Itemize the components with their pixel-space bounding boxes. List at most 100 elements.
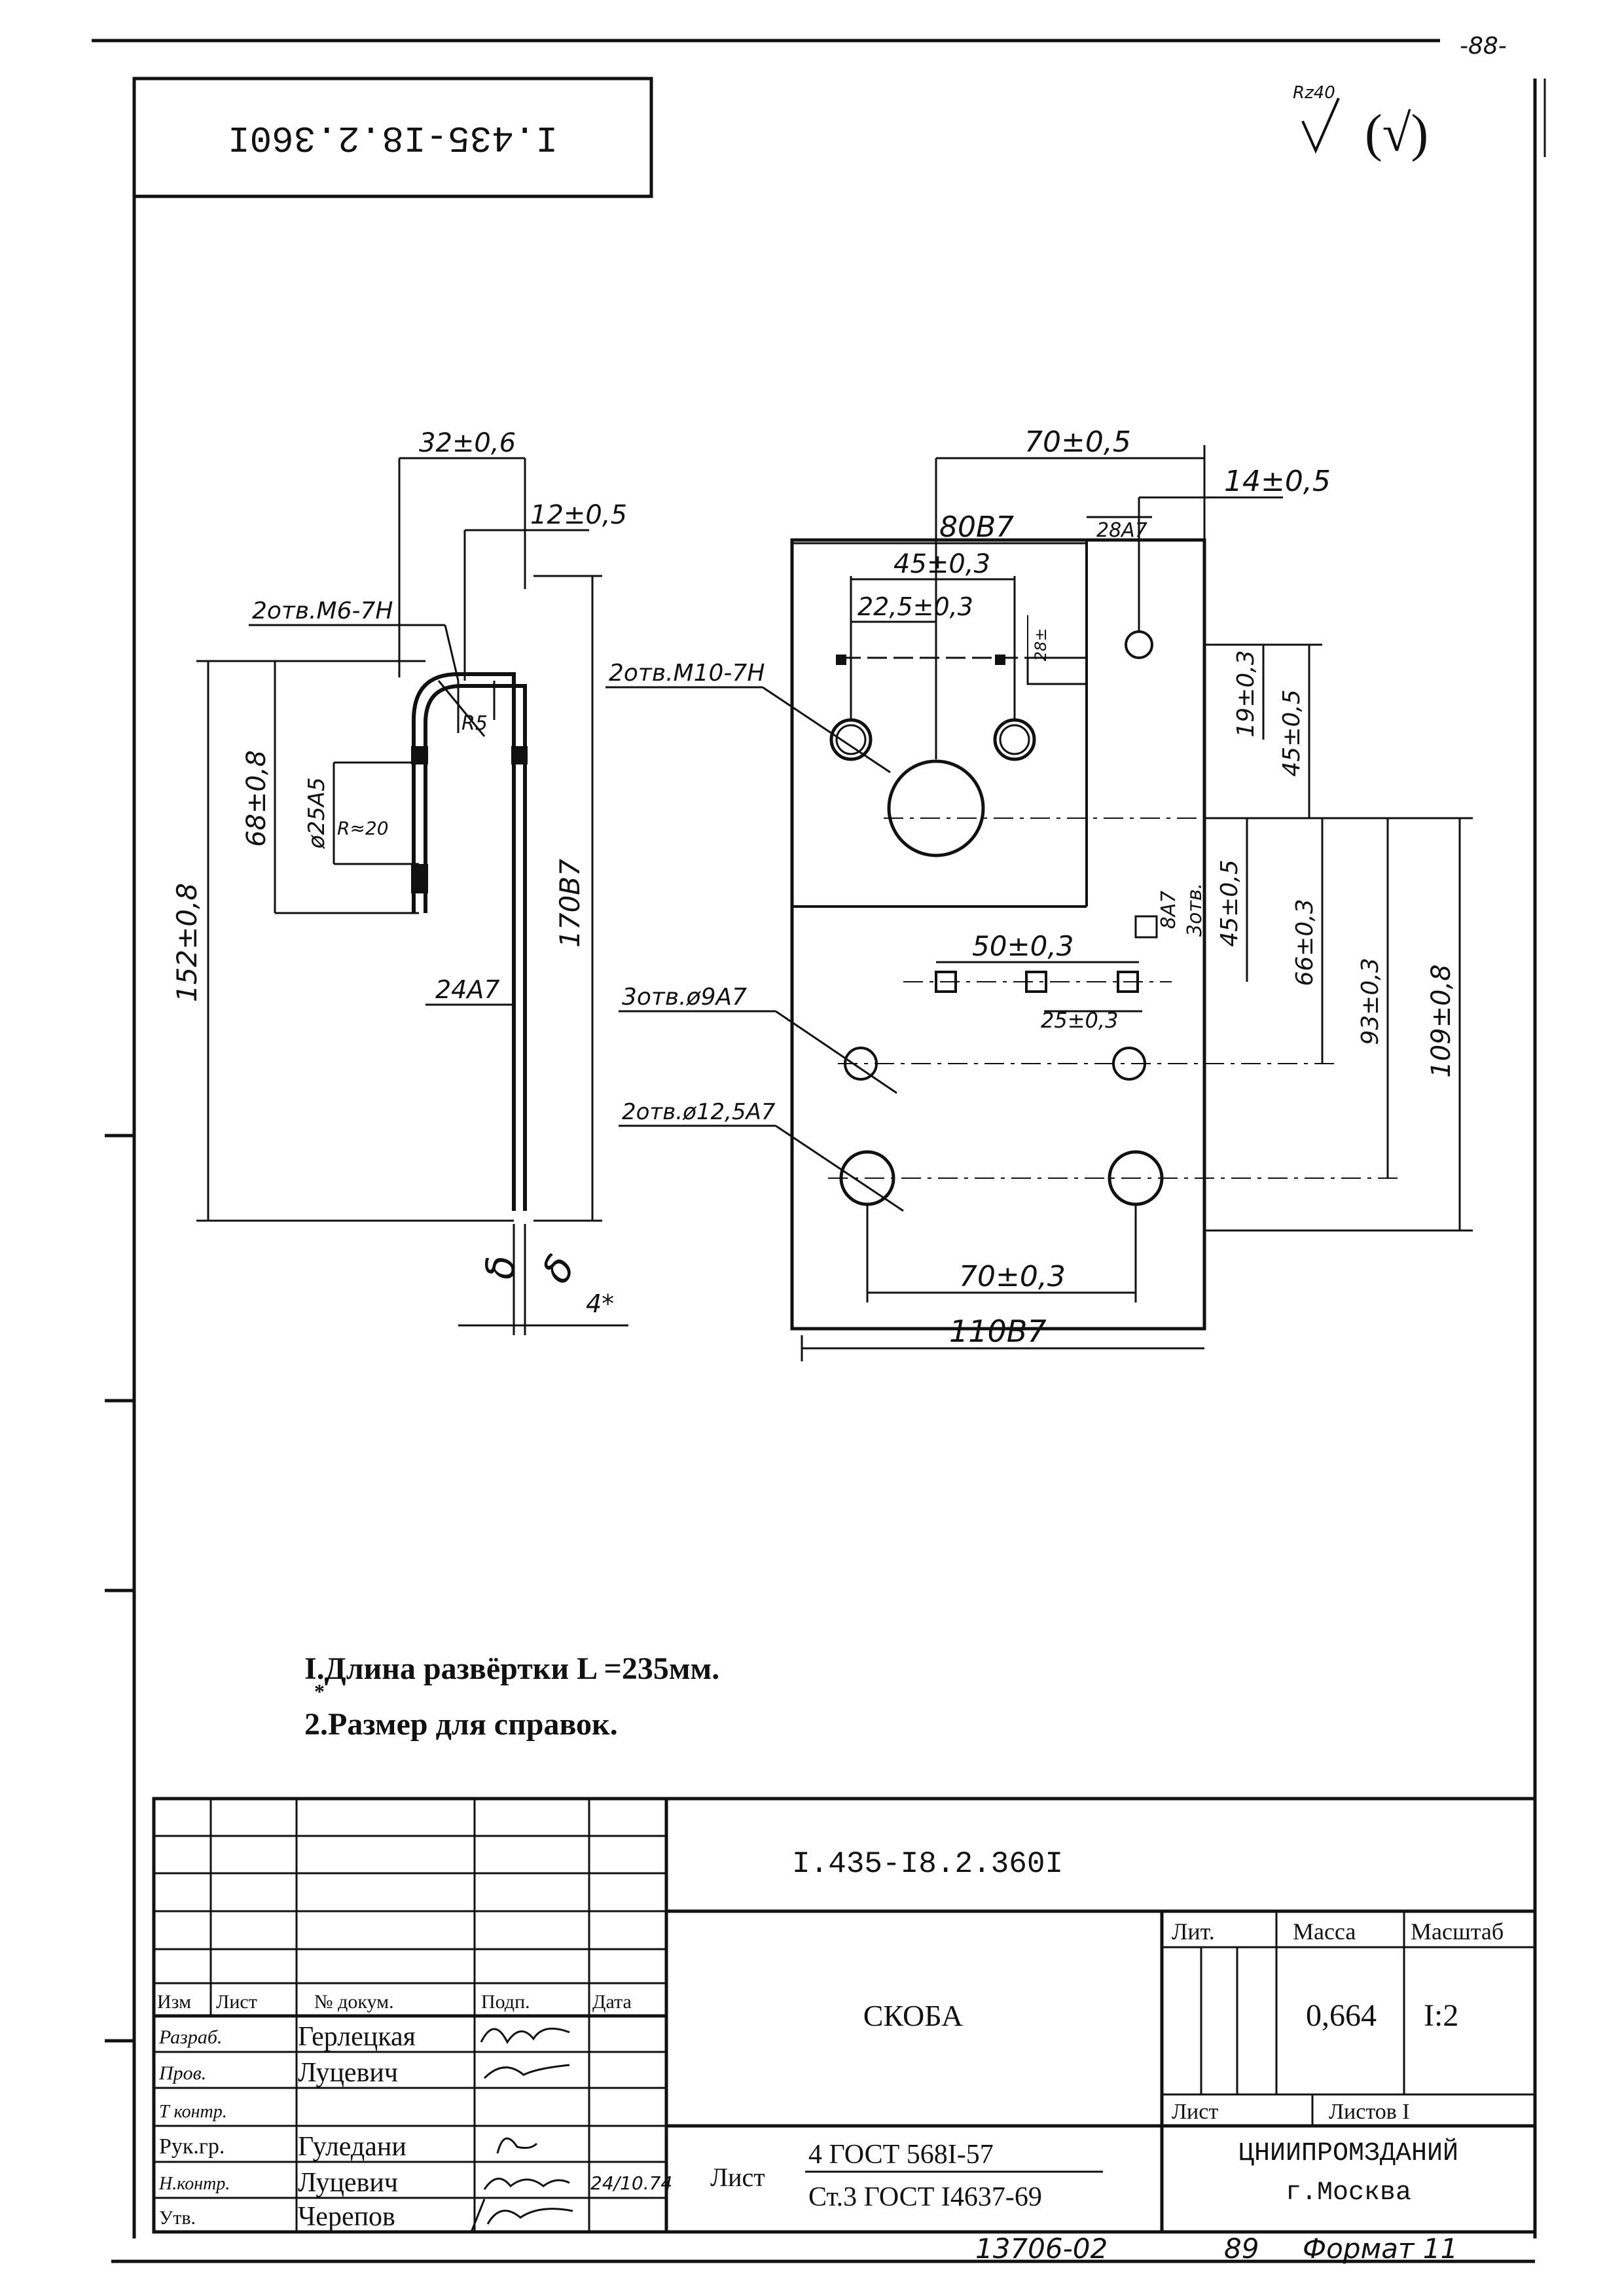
title-block: I.435-I8.2.360I Изм Лист № докум. Подп. … xyxy=(152,1797,1537,2234)
dim-8a: 8А7 xyxy=(1157,891,1180,929)
col-list: Лист xyxy=(216,1991,257,2013)
signature xyxy=(470,2199,486,2233)
mass-value: 0,664 xyxy=(1306,1998,1377,2033)
footer-format: Формат 11 xyxy=(1303,2233,1458,2265)
phi12-leader xyxy=(775,1124,904,1212)
reference-star: 4* xyxy=(586,1289,614,1318)
org-city: г.Москва xyxy=(1286,2178,1411,2208)
m6-leader xyxy=(444,624,460,681)
col-date: Дата xyxy=(592,1991,632,2013)
r20-label: R≈20 xyxy=(337,817,389,839)
dim-45r: 45±0,5 xyxy=(1278,689,1305,776)
doc-code: I.435-I8.2.360I xyxy=(792,1847,1063,1881)
org-name: ЦНИИПРОМЗДАНИЙ xyxy=(1238,2138,1458,2168)
footer-page: 89 xyxy=(1224,2233,1259,2265)
dim-68: 68±0,8 xyxy=(242,750,272,847)
role-0: Разраб. xyxy=(158,2026,222,2048)
hatch-section xyxy=(511,746,528,764)
mark-square xyxy=(836,655,846,665)
date-written: 24/10.74 xyxy=(590,2172,672,2194)
roughness-value: Rz40 xyxy=(1293,83,1335,103)
material-label: Лист xyxy=(710,2163,765,2192)
holes-phi9-label: 3отв.ø9А7 xyxy=(622,984,747,1011)
hole-m10-inner xyxy=(835,724,867,755)
hatch-section xyxy=(411,864,428,893)
role-3: Рук.гр. xyxy=(159,2134,225,2159)
holes-phi12-label: 2отв.ø12,5А7 xyxy=(622,1099,776,1125)
col-doc: № докум. xyxy=(314,1991,394,2013)
name-5: Черепов xyxy=(298,2202,395,2232)
part-name: СКОБА xyxy=(863,1999,963,2032)
dim-170: 170В7 xyxy=(554,859,586,948)
signature xyxy=(486,2208,573,2225)
bracket-profile-inner xyxy=(424,684,527,1211)
dim-45a: 45±0,3 xyxy=(893,549,990,579)
signature xyxy=(496,2137,538,2154)
phi9-leader xyxy=(775,1010,897,1094)
dim-19: 19±0,3 xyxy=(1233,650,1259,737)
col-sign: Подп. xyxy=(481,1991,530,2013)
dim-70-bottom: 70±0,3 xyxy=(959,1260,1066,1293)
dim-12: 12±0,5 xyxy=(530,500,627,530)
name-0: Герлецкая xyxy=(298,2022,416,2052)
dim-28: 28А7 xyxy=(1096,519,1147,542)
sheet-label: Лист xyxy=(1172,2100,1218,2124)
material-top: 4 ГОСТ 568I-57 xyxy=(808,2140,994,2170)
signature xyxy=(483,2178,570,2190)
dim-32: 32±0,6 xyxy=(419,428,516,458)
stamp-box xyxy=(132,77,653,198)
sheets-label: Листов I xyxy=(1329,2100,1410,2124)
dim-80: 80В7 xyxy=(939,511,1014,544)
scale-value: I:2 xyxy=(1424,1998,1458,2033)
hdr-scale: Масштаб xyxy=(1411,1918,1504,1945)
material-bottom: Ст.3 ГОСТ I4637-69 xyxy=(808,2182,1042,2212)
dim-45b: 45±0,5 xyxy=(1216,859,1243,946)
thickness-mark: δ xyxy=(478,1255,524,1280)
role-4: Н.контр. xyxy=(158,2174,230,2194)
stamp-code-rotated: I.435-I8.2.360I xyxy=(228,117,558,158)
dim-24: 24А7 xyxy=(435,975,500,1004)
holes-m10-label: 2отв.M10-7H xyxy=(609,660,765,687)
note-2-star: * xyxy=(314,1679,325,1703)
dim-14: 14±0,5 xyxy=(1224,465,1331,498)
hatch-section xyxy=(411,746,428,764)
thickness-mark-2: δ xyxy=(533,1248,585,1291)
footer-inv: 13706-02 xyxy=(975,2233,1108,2265)
dim-phi25: ø25A5 xyxy=(304,778,330,850)
page-number: -88- xyxy=(1460,33,1507,60)
dim-152: 152±0,8 xyxy=(171,883,203,1002)
hdr-mass: Масса xyxy=(1293,1918,1356,1945)
name-3: Гуледани xyxy=(298,2132,406,2162)
bracket-profile xyxy=(412,672,516,1211)
front-view: 70±0,5 14±0,5 80В7 28А7 45±0,3 22,5±0,3 … xyxy=(605,425,1473,1361)
signature xyxy=(480,2027,570,2044)
dim-109: 109±0,8 xyxy=(1426,964,1456,1077)
m10-leader xyxy=(762,686,891,774)
dim-3otv: 3отв. xyxy=(1183,883,1206,937)
dim-93: 93±0,3 xyxy=(1357,958,1384,1045)
r5-leader xyxy=(437,680,486,737)
small-hole xyxy=(1125,630,1153,659)
roughness-parenthetical: (√) xyxy=(1365,105,1428,162)
center-hole xyxy=(887,759,985,857)
dim-25: 25±0,3 xyxy=(1041,1008,1118,1033)
r5-label: R5 xyxy=(461,712,488,735)
note-1: I.Длина развёртки L =235мм. xyxy=(304,1651,719,1686)
role-2: Т контр. xyxy=(159,2102,227,2122)
side-view: 32±0,6 12±0,5 2отв.M6-7H R5 68±0,8 ø25A5… xyxy=(171,428,628,1335)
role-1: Пров. xyxy=(158,2062,206,2084)
hole-m10-inner xyxy=(999,724,1030,755)
col-izm: Изм xyxy=(157,1991,191,2013)
hdr-lit: Лит. xyxy=(1172,1918,1215,1945)
note-2: 2.Размер для справок. xyxy=(304,1707,618,1742)
dim-70-top: 70±0,5 xyxy=(1024,425,1131,459)
mark-square xyxy=(995,655,1005,665)
roughness-check-icon xyxy=(1301,98,1340,154)
square-symbol xyxy=(1134,915,1158,939)
holes-m6-label: 2отв.M6-7H xyxy=(252,598,393,624)
plate-outline xyxy=(790,538,1206,1331)
dim-22-5: 22,5±0,3 xyxy=(857,592,973,621)
role-5: Утв. xyxy=(159,2207,196,2229)
dim-66: 66±0,3 xyxy=(1291,899,1318,986)
signature xyxy=(483,2064,570,2079)
